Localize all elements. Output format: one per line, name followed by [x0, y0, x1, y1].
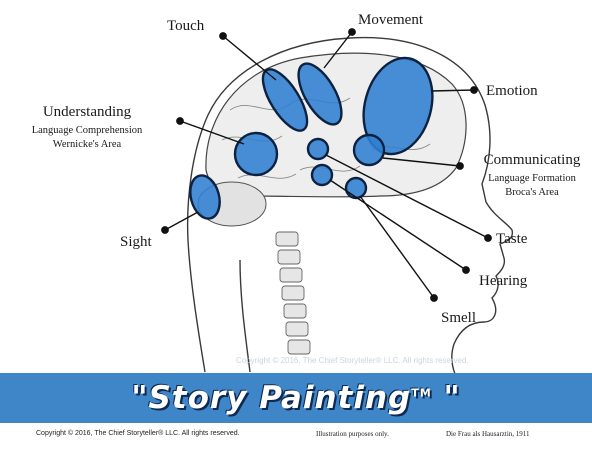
label-communicating-sub2: Broca's Area [505, 187, 559, 198]
vertebra [278, 250, 300, 264]
leader-dot [471, 87, 477, 93]
label-communicating: Communicating [484, 152, 581, 168]
leader-sight [165, 212, 198, 230]
label-sight: Sight [120, 234, 153, 250]
leader-dot [431, 295, 437, 301]
leader-smell [360, 196, 434, 298]
label-understanding-sub1: Language Comprehension [32, 125, 143, 136]
footer-copyright: Copyright © 2016, The Chief Storyteller®… [36, 430, 240, 437]
region-smell [346, 178, 366, 198]
spine [276, 232, 310, 354]
leader-dot [220, 33, 226, 39]
leader-dot [485, 235, 491, 241]
label-movement: Movement [358, 12, 424, 28]
label-emotion: Emotion [486, 83, 538, 99]
trademark-mark: TM [411, 387, 431, 400]
region-communicating [354, 135, 384, 165]
leader-dot [162, 227, 168, 233]
banner-title-end: " [432, 380, 461, 416]
leader-dot [463, 267, 469, 273]
vertebra [280, 268, 302, 282]
footer-source: Die Frau als Hausarztin, 1911 [446, 430, 530, 438]
label-smell: Smell [441, 310, 476, 326]
label-taste: Taste [496, 231, 528, 247]
leader-emotion [431, 90, 474, 91]
banner-title-text: "Story Painting [131, 380, 411, 416]
label-communicating-sub1: Language Formation [488, 173, 577, 184]
vertebra [286, 322, 308, 336]
leader-dot [177, 118, 183, 124]
watermark-text: Copyright © 2016, The Chief Storyteller®… [236, 356, 469, 365]
vertebra [282, 286, 304, 300]
vertebra [288, 340, 310, 354]
leader-dot [457, 163, 463, 169]
footer-note: Illustration purposes only. [316, 430, 389, 438]
label-hearing: Hearing [479, 273, 528, 289]
leader-dot [349, 29, 355, 35]
banner-title: "Story PaintingTM " [0, 380, 592, 416]
region-hearing [312, 165, 332, 185]
vertebra [276, 232, 298, 246]
region-taste [308, 139, 328, 159]
label-touch: Touch [167, 18, 205, 34]
vertebra [284, 304, 306, 318]
region-understanding [235, 133, 277, 175]
label-understanding: Understanding [43, 104, 132, 120]
label-understanding-sub2: Wernicke's Area [53, 139, 122, 150]
